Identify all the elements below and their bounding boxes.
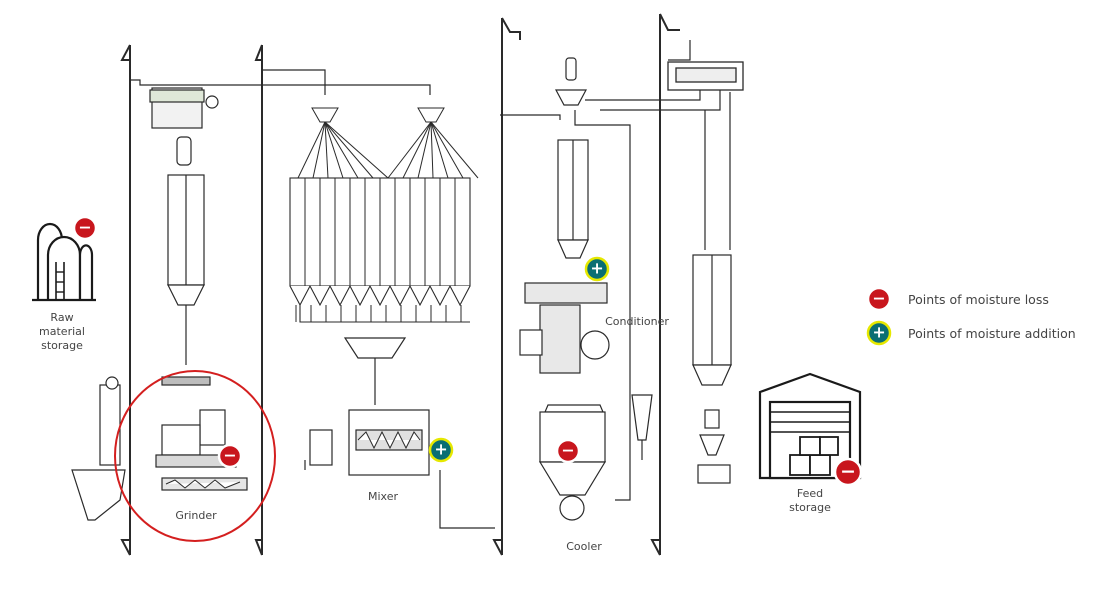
- moisture-loss-marker-raw-storage: −: [72, 215, 98, 241]
- elevator-3: [492, 17, 521, 556]
- conveyor-lines: [130, 40, 731, 529]
- marker-disc: [866, 286, 892, 312]
- silo-icon: [32, 222, 96, 302]
- marker-disc: [428, 437, 454, 463]
- conditioner-bin: [555, 57, 589, 259]
- cooler-label: Cooler: [566, 540, 602, 553]
- marker-symbol: −: [872, 289, 885, 308]
- distributor-spout-line: [324, 121, 344, 179]
- grinder-machine: [155, 376, 248, 491]
- grinder-bin: [167, 174, 205, 365]
- marker-disc: [217, 443, 243, 469]
- marker-disc: [584, 256, 610, 282]
- raw-material-label-line1: Raw: [50, 311, 73, 324]
- distributor-spout-line: [297, 121, 326, 179]
- elevator-2: [254, 44, 263, 556]
- moisture-addition-marker-conditioner: +: [584, 256, 610, 282]
- cooler-unit: [538, 394, 653, 521]
- legend-addition-label: Points of moisture addition: [908, 326, 1076, 341]
- distributor-spout-line: [430, 121, 449, 179]
- distributor-spout-line: [324, 121, 374, 179]
- distributor-spout-line: [387, 121, 432, 179]
- grinder-feeder-top: [149, 87, 219, 166]
- warehouse-icon: [758, 372, 862, 480]
- bin-dividers: [295, 178, 462, 322]
- conditioner-label: Conditioner: [605, 315, 669, 328]
- distributor-spout-line: [402, 121, 432, 179]
- legend-loss-label: Points of moisture loss: [908, 292, 1049, 307]
- marker-disc: [72, 215, 98, 241]
- marker-symbol: +: [434, 440, 447, 459]
- marker-symbol: −: [78, 218, 91, 237]
- distributor-spout-line: [324, 121, 329, 179]
- marker-symbol: −: [840, 461, 856, 482]
- raw-material-storage-label: Raw material storage: [39, 311, 85, 352]
- marker-disc: [833, 457, 863, 487]
- moisture-addition-marker-mixer: +: [428, 437, 454, 463]
- elevator-1: [120, 44, 131, 556]
- distributor-spout-line: [430, 121, 479, 179]
- grinder-highlight-circle: [114, 370, 276, 542]
- marker-disc: [555, 438, 581, 464]
- moisture-loss-marker-feed-storage: −: [833, 457, 863, 487]
- feed-storage-label-line1: Feed: [797, 487, 823, 500]
- marker-disc: [866, 320, 892, 346]
- distributor-spouts: [297, 121, 479, 179]
- raw-material-label-line3: storage: [41, 339, 83, 352]
- moisture-loss-marker-grinder: −: [217, 443, 243, 469]
- marker-symbol: −: [561, 441, 574, 460]
- distributor-spout-line: [430, 121, 434, 179]
- distributor-spout-line: [312, 121, 326, 179]
- top-cyclone-collector: [667, 61, 744, 91]
- feed-storage-label: Feed storage: [789, 487, 831, 514]
- marker-symbol: −: [223, 446, 236, 465]
- pellet-press: [519, 282, 610, 374]
- marker-symbol: +: [872, 323, 885, 342]
- raw-material-label-line2: material: [39, 325, 85, 338]
- feed-storage-label-line2: storage: [789, 501, 831, 514]
- mixer-label: Mixer: [368, 490, 398, 503]
- moisture-loss-marker-cooler: −: [555, 438, 581, 464]
- intake-hopper: [71, 376, 126, 521]
- distributor-spout-line: [324, 121, 389, 179]
- finished-product-bin: [692, 254, 732, 484]
- legend-addition-icon: +: [866, 320, 892, 346]
- distributor-spout-line: [430, 121, 464, 179]
- distributor-spout-line: [417, 121, 432, 179]
- grinder-label: Grinder: [175, 509, 217, 522]
- distributor-spout-line: [324, 121, 359, 179]
- elevator-4: [650, 13, 680, 556]
- marker-symbol: +: [590, 259, 603, 278]
- bin-distributors: [311, 107, 445, 123]
- legend: − Points of moisture loss + Points of mo…: [866, 286, 1076, 346]
- mixer-unit: [304, 337, 430, 476]
- legend-loss-icon: −: [866, 286, 892, 312]
